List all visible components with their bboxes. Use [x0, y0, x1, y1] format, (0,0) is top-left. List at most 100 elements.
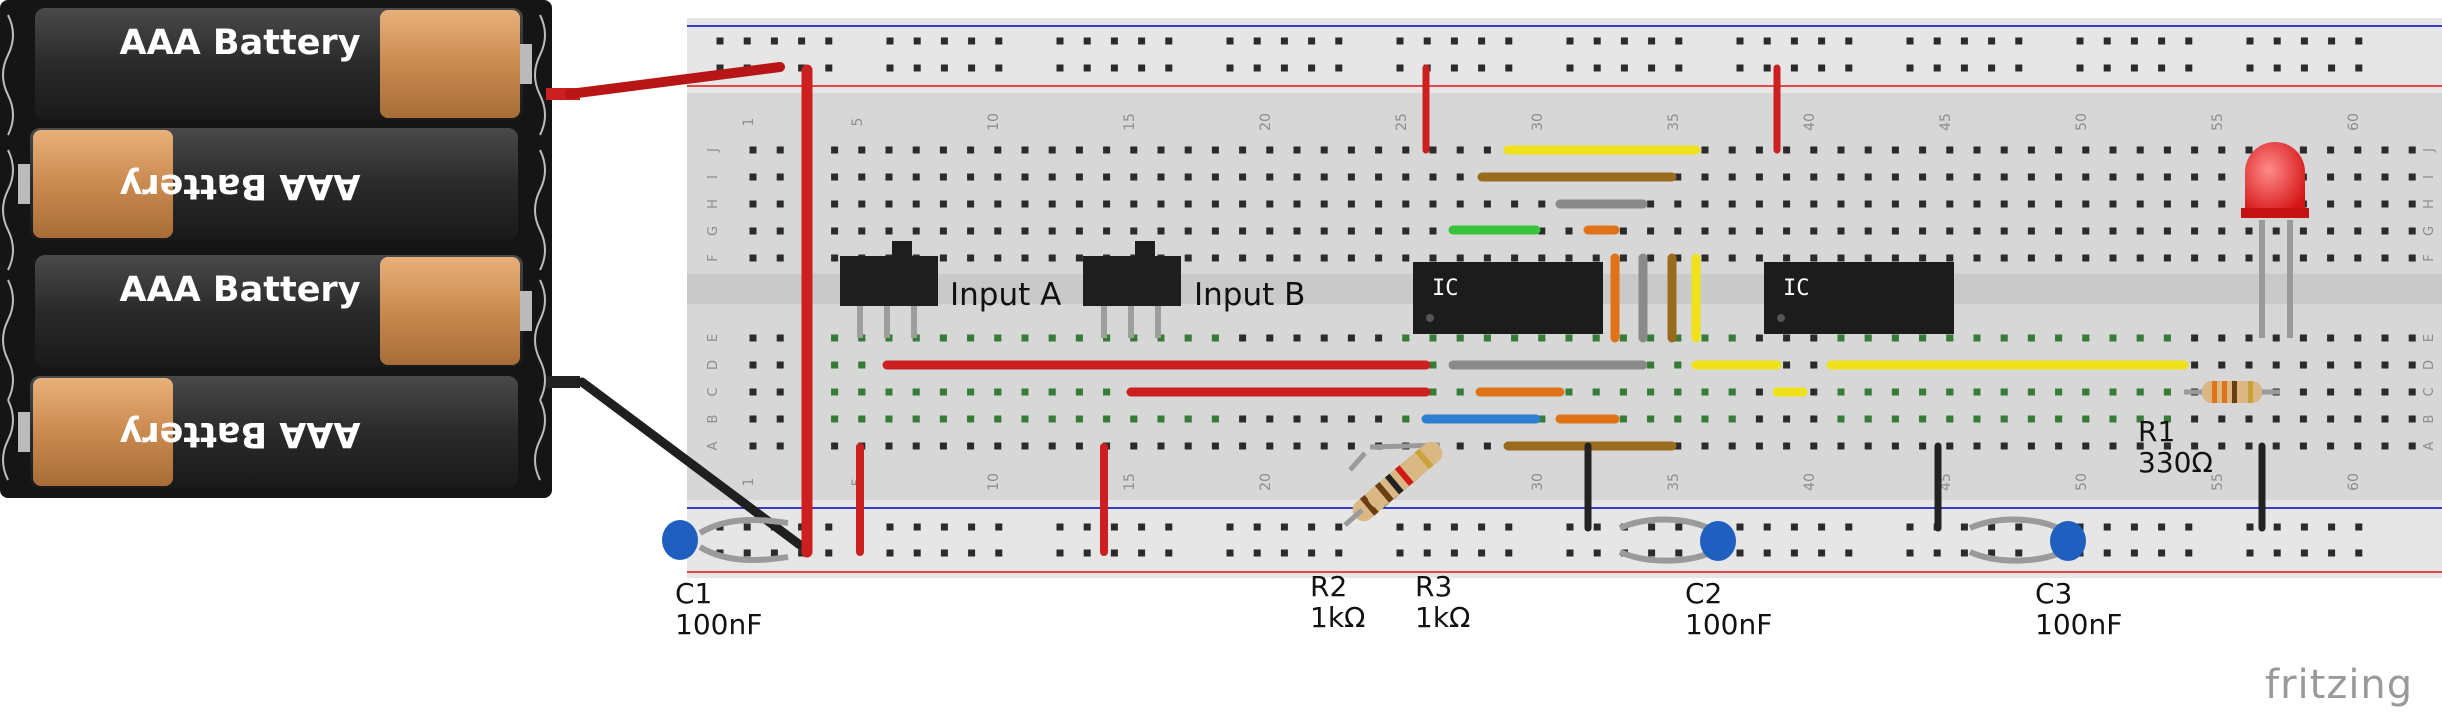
- breadboard-hole: [1566, 64, 1574, 72]
- connected-hole: [967, 388, 975, 396]
- breadboard-hole: [1320, 146, 1328, 154]
- breadboard-hole: [2109, 173, 2117, 181]
- breadboard-hole: [1130, 442, 1138, 450]
- breadboard-hole: [1593, 549, 1601, 557]
- column-number: 50: [2074, 473, 2090, 491]
- connected-hole: [2027, 415, 2035, 423]
- breadboard-hole: [2272, 227, 2280, 235]
- breadboard-hole: [1184, 200, 1192, 208]
- breadboard-hole: [2245, 254, 2253, 262]
- breadboard-hole: [2076, 37, 2084, 45]
- breadboard-hole: [1483, 200, 1491, 208]
- column-number: 55: [2210, 113, 2226, 131]
- r2-value: 1kΩ: [1310, 601, 1366, 635]
- connected-hole: [2055, 334, 2063, 342]
- breadboard-hole: [1335, 549, 1343, 557]
- battery-label-2: AAA Battery: [119, 166, 361, 206]
- breadboard-hole: [1960, 523, 1968, 531]
- breadboard-hole: [831, 146, 839, 154]
- breadboard-hole: [1755, 388, 1763, 396]
- breadboard-hole: [1566, 37, 1574, 45]
- connected-hole: [2000, 388, 2008, 396]
- connected-hole: [1619, 334, 1627, 342]
- breadboard-hole: [776, 200, 784, 208]
- breadboard-hole: [1593, 64, 1601, 72]
- breadboard-hole: [776, 254, 784, 262]
- breadboard-hole: [2027, 200, 2035, 208]
- row-letter: A: [2422, 441, 2437, 450]
- breadboard-hole: [1891, 200, 1899, 208]
- r3-value: 1kΩ: [1415, 601, 1471, 635]
- connected-hole: [1538, 415, 1546, 423]
- breadboard-hole: [2327, 442, 2335, 450]
- connected-hole: [2000, 334, 2008, 342]
- breadboard-hole: [967, 227, 975, 235]
- breadboard-hole: [2218, 146, 2226, 154]
- breadboard-hole: [1320, 254, 1328, 262]
- breadboard-hole: [749, 334, 757, 342]
- breadboard-hole: [1755, 173, 1763, 181]
- connected-hole: [939, 388, 947, 396]
- breadboard-hole: [1783, 227, 1791, 235]
- switch-a-label: Input A: [950, 277, 1062, 313]
- wires: [565, 62, 2266, 558]
- breadboard-hole: [1728, 173, 1736, 181]
- breadboard-hole: [1973, 200, 1981, 208]
- row-letter: G: [706, 226, 721, 236]
- breadboard-hole: [912, 173, 920, 181]
- breadboard-hole: [1293, 254, 1301, 262]
- connected-hole: [1946, 415, 1954, 423]
- connected-hole: [1483, 334, 1491, 342]
- breadboard-hole: [968, 37, 976, 45]
- breadboard-hole: [995, 64, 1003, 72]
- connected-hole: [1891, 334, 1899, 342]
- breadboard-hole: [1157, 442, 1165, 450]
- breadboard-hole: [1110, 64, 1118, 72]
- breadboard-hole: [1103, 227, 1111, 235]
- breadboard-hole: [2000, 200, 2008, 208]
- breadboard-hole: [2130, 64, 2138, 72]
- breadboard-hole: [1511, 200, 1519, 208]
- breadboard-hole: [2191, 227, 2199, 235]
- breadboard-hole: [2103, 64, 2111, 72]
- breadboard-hole: [886, 37, 894, 45]
- connected-hole: [1048, 334, 1056, 342]
- breadboard-hole: [1647, 200, 1655, 208]
- breadboard-hole: [1184, 254, 1192, 262]
- breadboard-hole: [2273, 549, 2281, 557]
- breadboard-hole: [1675, 64, 1683, 72]
- column-number: 40: [1802, 473, 1818, 491]
- connected-hole: [1647, 415, 1655, 423]
- breadboard-hole: [940, 37, 948, 45]
- breadboard-hole: [749, 254, 757, 262]
- column-number: 15: [1122, 473, 1138, 491]
- breadboard-hole: [2246, 523, 2254, 531]
- breadboard-hole: [2272, 361, 2280, 369]
- row-letter: F: [706, 254, 721, 261]
- breadboard-hole: [1075, 200, 1083, 208]
- breadboard-hole: [1988, 64, 1996, 72]
- battery-pack: [0, 0, 580, 498]
- breadboard-hole: [1919, 254, 1927, 262]
- breadboard-hole: [2163, 200, 2171, 208]
- breadboard-hole: [2055, 200, 2063, 208]
- breadboard-hole: [2354, 146, 2362, 154]
- r2-label: R2 1kΩ: [1310, 571, 1365, 634]
- breadboard-hole: [1864, 146, 1872, 154]
- breadboard-hole: [1960, 64, 1968, 72]
- breadboard-hole: [1790, 64, 1798, 72]
- breadboard-hole: [2103, 523, 2111, 531]
- breadboard-hole: [2300, 64, 2308, 72]
- connected-hole: [2109, 334, 2117, 342]
- breadboard-hole: [1110, 37, 1118, 45]
- breadboard-hole: [2408, 200, 2416, 208]
- breadboard-hole: [1755, 146, 1763, 154]
- breadboard-hole: [1728, 254, 1736, 262]
- breadboard-hole: [1226, 37, 1234, 45]
- breadboard-hole: [1648, 64, 1656, 72]
- connected-hole: [1402, 415, 1410, 423]
- breadboard-hole: [1211, 442, 1219, 450]
- breadboard-hole: [1538, 200, 1546, 208]
- breadboard-hole: [1483, 442, 1491, 450]
- breadboard-hole: [2355, 549, 2363, 557]
